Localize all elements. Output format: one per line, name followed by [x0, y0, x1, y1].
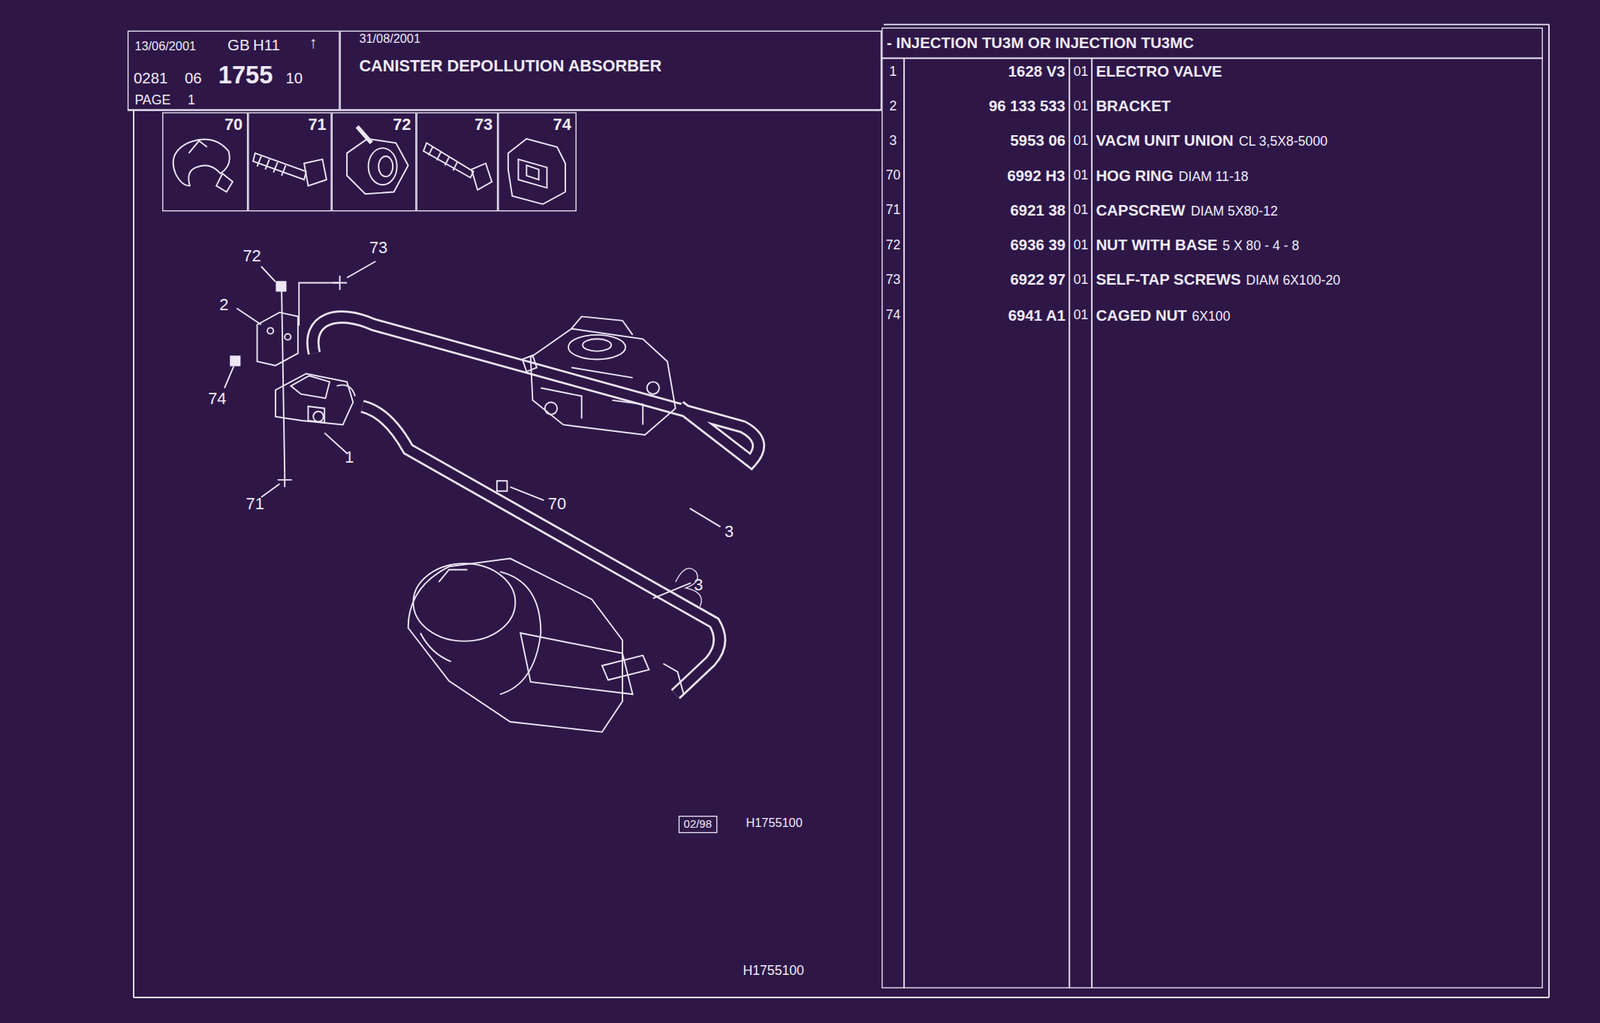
part-detail: 5 X 80 - 4 - 8: [1222, 238, 1299, 254]
title-box: 31/08/2001CANISTER DEPOLLUTION ABSORBER: [340, 30, 883, 111]
part-number: 6992 H3: [1006, 167, 1065, 184]
node-text: 02/98: [683, 817, 712, 830]
node-text: 10: [286, 70, 304, 88]
part-detail: DIAM 11-18: [1178, 169, 1249, 184]
caged-nut-icon: [508, 138, 566, 205]
part-detail: 6X100: [1191, 309, 1230, 324]
drawing-code: H1755100: [742, 963, 805, 978]
part-detail: CL 3,5X8-5000: [1238, 134, 1328, 149]
node-text: 71: [307, 115, 326, 134]
node-text: 0281: [133, 70, 168, 88]
quantity: 01: [1073, 64, 1089, 79]
part-number: 6922 97: [1009, 271, 1066, 289]
node-text: 73: [474, 115, 493, 134]
part-name: VACM UNIT UNION: [1096, 132, 1234, 150]
callout-number: 1: [344, 448, 354, 467]
node-text: 74: [553, 115, 572, 134]
self-tap-screw-icon: [423, 142, 492, 190]
quantity: 01: [1073, 272, 1089, 287]
node-text: ↑: [309, 33, 318, 52]
row-number: 72: [885, 238, 901, 253]
throttle-body: [522, 316, 676, 435]
date-box: 02/98: [678, 815, 718, 833]
icon-cell: 71: [247, 112, 332, 212]
part-name: HOG RING: [1096, 167, 1174, 184]
part-number: 6921 38: [1009, 201, 1066, 219]
nut-icon: [346, 126, 409, 195]
electro-valve: [275, 373, 356, 425]
part-number: 6936 39: [1009, 236, 1066, 254]
callout-number: 3: [724, 522, 734, 541]
quantity: 01: [1073, 238, 1089, 253]
node-text: 06: [184, 70, 202, 88]
node-text: 31/08/2001: [358, 32, 421, 46]
callout-number: 2: [219, 295, 229, 314]
callout-number: 74: [207, 389, 226, 408]
node-text: 1: [187, 93, 196, 108]
bracket: [256, 312, 298, 366]
callout-number: 73: [369, 238, 388, 257]
header-box: 13/06/2001 GBH11 ↑ 0281 06 1755 10PAGE 1: [127, 30, 341, 111]
hose: [313, 316, 759, 694]
icon-cell: 74: [497, 112, 577, 212]
node-text: - INJECTION TU3M OR INJECTION TU3MC: [886, 34, 1194, 52]
callout-number: 3: [693, 575, 703, 594]
row-number: 1: [888, 64, 897, 79]
part-detail: DIAM 6X100-20: [1245, 273, 1341, 288]
callout-number: 72: [242, 247, 261, 266]
icon-cell: 73: [415, 112, 498, 212]
quantity: 01: [1073, 133, 1089, 148]
node-text: GB: [227, 36, 250, 54]
icon-cell: 70: [162, 112, 248, 212]
capscrew-icon: [253, 153, 327, 186]
part-name: SELF-TAP SCREWS: [1096, 271, 1242, 289]
callout-number: 71: [246, 494, 265, 513]
quantity: 01: [1073, 168, 1089, 183]
part-name: CAPSCREW: [1096, 201, 1186, 219]
part-number: 5953 06: [1009, 132, 1066, 150]
part-name: CAGED NUT: [1096, 307, 1188, 324]
node-text: PAGE: [134, 93, 171, 108]
part-name: NUT WITH BASE: [1096, 236, 1218, 254]
node-text: 72: [392, 115, 411, 134]
node-text: 13/06/2001: [134, 39, 196, 54]
node-text: 70: [224, 115, 243, 134]
node-text: CANISTER DEPOLLUTION ABSORBER: [358, 57, 662, 76]
row-number: 74: [885, 308, 901, 323]
part-number: 96 133 533: [988, 97, 1066, 115]
quantity: 01: [1073, 99, 1089, 114]
part-name: ELECTRO VALVE: [1096, 63, 1223, 80]
row-number: 70: [885, 168, 901, 183]
row-number: 3: [888, 133, 897, 148]
drawing-code: H1755100: [745, 816, 802, 830]
node-text: H11: [253, 36, 281, 54]
row-number: 2: [888, 99, 897, 114]
callout-number: 70: [548, 494, 567, 513]
row-number: 73: [885, 272, 901, 287]
part-number: 1628 V3: [1008, 63, 1066, 80]
icon-cell: 72: [331, 112, 417, 212]
part-detail: DIAM 5X80-12: [1190, 204, 1278, 219]
node-text: 1755: [218, 62, 274, 90]
hog-ring-icon: [173, 138, 233, 192]
canister: [408, 558, 650, 733]
quantity: 01: [1073, 202, 1089, 217]
quantity: 01: [1073, 308, 1089, 323]
part-number: 6941 A1: [1008, 307, 1066, 324]
part-name: BRACKET: [1096, 97, 1172, 115]
callout-markers: [224, 261, 721, 606]
row-number: 71: [885, 202, 901, 217]
